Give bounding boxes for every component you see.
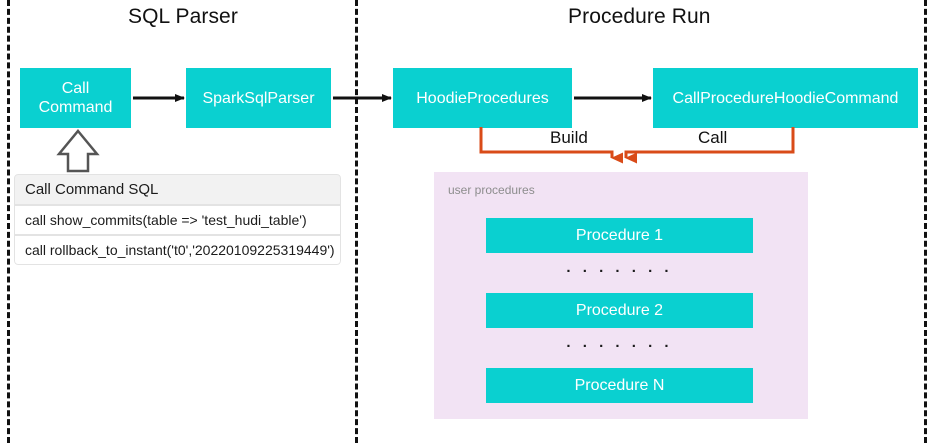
sql-table-row: call show_commits(table => 'test_hudi_ta… <box>14 205 341 235</box>
node-call-command-line1: Call <box>61 80 90 97</box>
section-title-sql-parser: SQL Parser <box>128 5 238 28</box>
node-call-command-line2: Command <box>38 99 113 116</box>
sql-table-header: Call Command SQL <box>14 174 341 205</box>
section-divider-right <box>924 0 927 443</box>
section-divider-left <box>7 0 10 443</box>
edge-label-call: Call <box>693 128 733 148</box>
section-title-procedure-run: Procedure Run <box>568 5 711 28</box>
node-call-procedure-hoodie-command: CallProcedureHoodieCommand <box>653 68 918 128</box>
procedure-item: Procedure 1 <box>486 218 753 253</box>
section-divider-middle <box>355 0 358 443</box>
node-spark-sql-parser: SparkSqlParser <box>186 68 331 128</box>
call-command-sql-table: Call Command SQL call show_commits(table… <box>14 174 341 265</box>
node-call-command: Call Command <box>20 68 131 128</box>
edge-label-build: Build <box>545 128 593 148</box>
procedure-ellipsis: . . . . . . . <box>566 334 673 351</box>
procedure-ellipsis: . . . . . . . <box>566 259 673 276</box>
hollow-up-arrow-icon <box>56 129 100 173</box>
procedure-item: Procedure 2 <box>486 293 753 328</box>
user-procedures-panel: user procedures Procedure 1 . . . . . . … <box>434 172 808 419</box>
procedure-item: Procedure N <box>486 368 753 403</box>
user-procedures-label: user procedures <box>448 183 535 197</box>
node-hoodie-procedures: HoodieProcedures <box>393 68 572 128</box>
sql-table-row: call rollback_to_instant('t0','202201092… <box>14 235 341 265</box>
